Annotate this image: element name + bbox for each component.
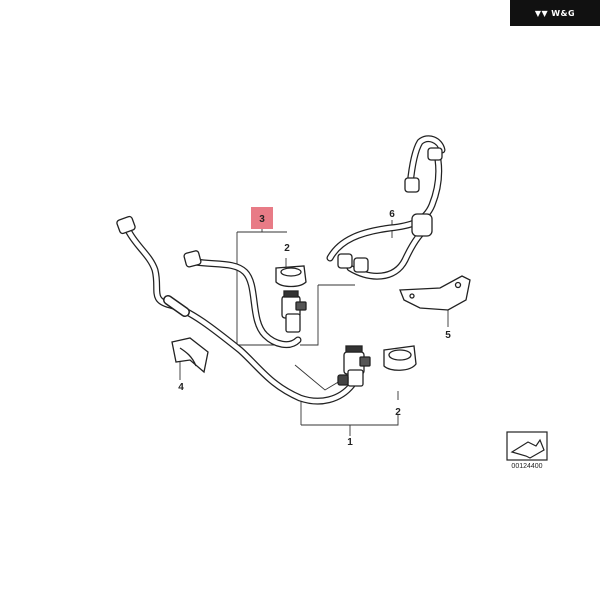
hose-3 <box>183 250 302 349</box>
callout-4: 4 <box>178 382 184 393</box>
highlight-box <box>251 207 273 229</box>
hose-6-fittings <box>337 147 443 273</box>
callout-2-lower: 2 <box>395 407 401 418</box>
leader-3-right <box>300 285 319 346</box>
callout-1: 1 <box>347 437 353 448</box>
callout-5: 5 <box>445 330 451 341</box>
valve-lower <box>337 345 371 387</box>
clamp-2-lower <box>383 345 417 371</box>
bracket-5 <box>399 275 471 311</box>
callout-2-upper: 2 <box>284 243 290 254</box>
reference-box <box>506 431 548 461</box>
callout-3: 3 <box>259 214 265 225</box>
clamp-2-upper <box>275 265 307 288</box>
logo-text: W&G <box>551 8 576 18</box>
clip-4 <box>171 337 209 374</box>
valve-upper <box>281 290 307 333</box>
leader-lines <box>179 220 449 436</box>
logo-mark-icon: ▼▼ <box>534 8 549 18</box>
callout-6: 6 <box>389 209 395 220</box>
logo-badge: ▼▼ W&G <box>510 0 600 26</box>
reference-code: 00124400 <box>511 463 542 470</box>
hose-assembly-1 <box>116 215 356 405</box>
leader-1-bracket <box>301 415 399 426</box>
